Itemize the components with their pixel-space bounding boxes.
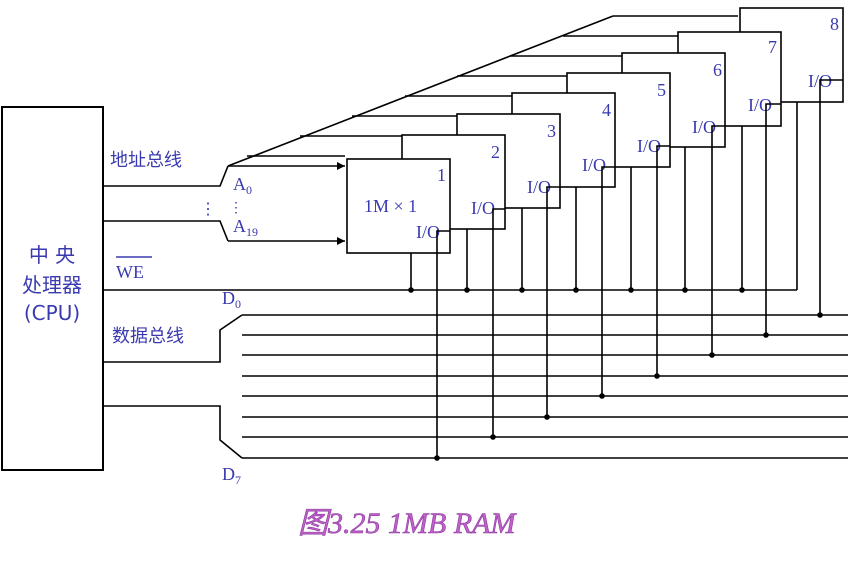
data-junction-dots [434, 312, 823, 461]
address-fanout-line [227, 15, 614, 167]
address-bus-bottom-line [103, 220, 229, 242]
address-bus-top-line [103, 165, 229, 187]
figure-caption: 图3.25 1MB RAM [298, 507, 517, 540]
a0-label: A0 [233, 174, 252, 197]
chip-1-io-label: I/O [416, 222, 440, 242]
io-connection-6 [711, 125, 725, 355]
d7-label: D7 [222, 464, 241, 487]
io-connection-3 [546, 186, 560, 417]
chip-6-io-label: I/O [692, 117, 716, 137]
we-junction-dots [408, 287, 745, 293]
chip-number-1: 1 [437, 165, 446, 185]
we-label: WE [116, 262, 144, 282]
chip-number-6: 6 [713, 60, 722, 80]
chip-number-8: 8 [830, 14, 839, 34]
chip-number-7: 7 [768, 37, 777, 57]
a19-arrowhead [337, 237, 345, 245]
a19-label: A19 [233, 216, 258, 239]
chip-5-io-label: I/O [637, 136, 661, 156]
io-connection-4 [601, 166, 615, 396]
chip-number-2: 2 [491, 142, 500, 162]
io-connection-7 [765, 103, 781, 335]
address-ellipsis-right: ⋮ [229, 201, 243, 216]
chip-number-5: 5 [657, 80, 666, 100]
chip-3-io-label: I/O [527, 177, 551, 197]
address-ellipsis-left: ⋮ [200, 201, 216, 218]
io-connection-2 [492, 208, 505, 437]
chip-1 [346, 158, 451, 254]
cpu-block [1, 106, 104, 471]
io-connection-1 [436, 230, 450, 458]
io-connection-5 [656, 145, 670, 376]
a0-arrowhead [337, 162, 345, 170]
chip-7-io-label: I/O [748, 95, 772, 115]
chip-2-io-label: I/O [471, 198, 495, 218]
data-bus-bottom-line [103, 405, 243, 459]
cpu-label-line2: 处理器 [22, 273, 82, 297]
data-bus-label: 数据总线 [112, 326, 184, 347]
address-bus-label: 地址总线 [110, 150, 182, 171]
cpu-label-line3: (CPU) [24, 301, 80, 325]
chip-number-3: 3 [547, 121, 556, 141]
data-bus-top-line [103, 314, 243, 363]
io-connection-8 [819, 79, 843, 315]
chip-number-4: 4 [602, 100, 611, 120]
chip-capacity-label: 1M × 1 [364, 196, 417, 216]
cpu-label-line1: 中 央 [29, 243, 75, 267]
d0-label: D0 [222, 288, 241, 311]
chip-4-io-label: I/O [582, 155, 606, 175]
data-bus-lines [242, 314, 848, 459]
